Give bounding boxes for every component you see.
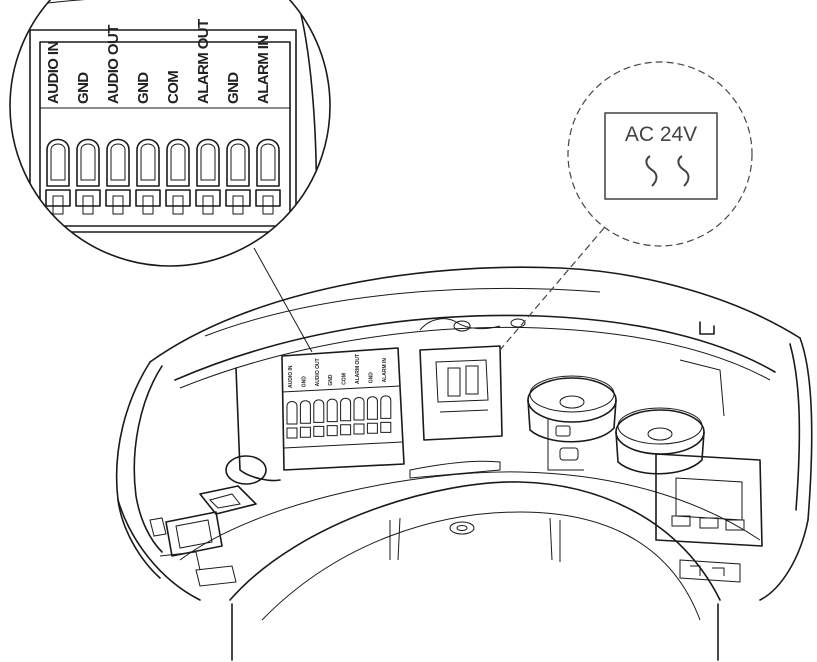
terminal-pin <box>75 138 101 215</box>
power-callout: AC 24V <box>567 61 753 247</box>
terminal-pin <box>195 138 221 215</box>
ac-wave-icon <box>677 155 690 187</box>
terminal-label-small: AUDIO IN <box>288 365 294 388</box>
network-port <box>655 453 763 583</box>
small-components <box>547 418 584 471</box>
terminal-label: ALARM IN <box>255 35 272 104</box>
terminal-pin-small <box>340 397 352 436</box>
terminal-block: AUDIO IN GND AUDIO OUT GND COM ALARM OUT GND AL… <box>281 347 501 479</box>
terminal-pin-small <box>366 396 378 434</box>
terminal-pin <box>225 138 251 215</box>
ac-24v-label: AC 24V <box>625 123 697 146</box>
terminal-block-pins <box>286 395 392 439</box>
terminal-label: AUDIO OUT <box>105 25 122 104</box>
terminal-block-labels: AUDIO IN GND AUDIO OUT GND COM ALARM OUT GND AL… <box>288 354 388 388</box>
terminal-callout: AUDIO IN GND AUDIO OUT GND COM ALARM OUT GND AL… <box>9 0 331 267</box>
ac-label-box <box>604 112 718 200</box>
terminal-label: GND <box>75 72 92 104</box>
sd-card-slot <box>149 455 267 587</box>
leader-line-left <box>253 247 313 353</box>
leader-line-right <box>499 227 605 351</box>
terminal-pin-small <box>313 399 325 437</box>
terminal-pin-small <box>353 397 365 435</box>
terminal-pin <box>165 138 191 215</box>
terminal-pin-small <box>286 401 298 439</box>
power-connector <box>419 345 503 441</box>
terminal-label-small: ALARM OUT <box>355 354 361 384</box>
terminal-label: GND <box>225 72 242 104</box>
terminal-pin <box>45 138 71 215</box>
terminal-label-small: ALARM IN <box>382 358 388 383</box>
terminal-pin <box>105 138 131 215</box>
terminal-label: AUDIO IN <box>45 41 62 104</box>
terminal-pin-row <box>45 138 281 215</box>
camera-body <box>115 266 813 661</box>
terminal-pin <box>255 138 281 215</box>
terminal-label-small: GND <box>328 374 334 386</box>
terminal-label-row: AUDIO IN GND AUDIO OUT GND COM ALARM OUT GND AL… <box>45 19 272 104</box>
ac-wave-icon <box>645 155 658 187</box>
terminal-label-small: GND <box>368 372 374 384</box>
terminal-pin-small <box>299 400 311 438</box>
terminal-label: GND <box>135 72 152 104</box>
terminal-label-small: COM <box>342 373 348 385</box>
terminal-label-small: GND <box>301 376 307 388</box>
terminal-label-small: AUDIO OUT <box>315 358 321 386</box>
cable-grommets <box>527 359 725 475</box>
terminal-pin-small <box>326 398 338 437</box>
terminal-label: COM <box>165 71 182 104</box>
terminal-pin-small <box>380 395 392 433</box>
terminal-label: ALARM OUT <box>195 19 212 104</box>
terminal-pin <box>135 138 161 215</box>
